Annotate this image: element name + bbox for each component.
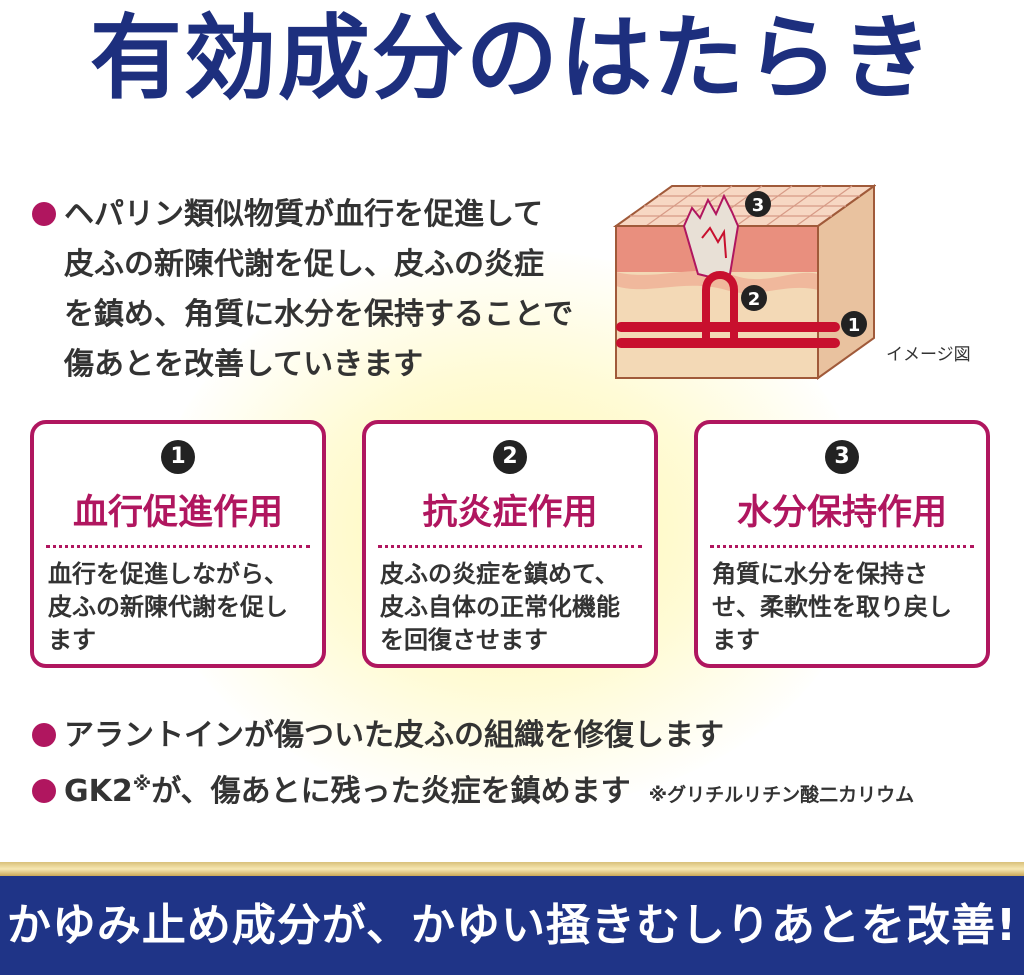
gold-divider (0, 862, 1024, 876)
intro-text: ヘパリン類似物質が血行を促進して 皮ふの新陳代謝を促し、皮ふの炎症 を鎮め、角質… (32, 190, 592, 390)
card-text: 血行を促進しながら、皮ふの新陳代謝を促します (48, 560, 288, 654)
intro-line-3: を鎮め、角質に水分を保持することで (64, 297, 574, 332)
capillary-loop (702, 271, 738, 346)
marker-2: 2 (741, 285, 767, 311)
skin-cross-section-diagram: 3 2 1 (612, 184, 876, 380)
card-number: 2 (493, 440, 527, 474)
card-title: 抗炎症作用 (378, 484, 642, 548)
card-number: 1 (161, 440, 195, 474)
blood-vessel-lower (616, 338, 840, 348)
ingredient-points: アラントインが傷ついた皮ふの組織を修復します GK2※が、傷あとに残った炎症を鎮… (32, 712, 992, 819)
intro-line-1: ヘパリン類似物質が血行を促進して (32, 190, 592, 240)
intro-line-4: 傷あとを改善していきます (64, 347, 424, 382)
bottom-banner: かゆみ止め成分が、かゆい掻きむしりあとを改善! (0, 876, 1024, 975)
card-title: 血行促進作用 (46, 484, 310, 548)
diagram-caption: イメージ図 (886, 345, 971, 365)
card-text: 角質に水分を保持させ、柔軟性を取り戻します (712, 560, 952, 654)
point-gk2: GK2※が、傷あとに残った炎症を鎮めます※グリチルリチン酸二カリウム (32, 760, 992, 819)
svg-text:1: 1 (848, 315, 861, 336)
dermis-layer (616, 270, 818, 294)
marker-3: 3 (745, 191, 771, 217)
page-title: 有効成分のはたらき (89, 5, 935, 112)
svg-text:3: 3 (752, 195, 765, 216)
card-title: 水分保持作用 (710, 484, 974, 548)
footnote: ※グリチルリチン酸二カリウム (648, 784, 915, 806)
intro-line-2: 皮ふの新陳代謝を促し、皮ふの炎症 (64, 247, 544, 282)
card-moisture-retention: 3 水分保持作用 角質に水分を保持させ、柔軟性を取り戻します (694, 420, 990, 668)
card-blood-circulation: 1 血行促進作用 血行を促進しながら、皮ふの新陳代謝を促します (30, 420, 326, 668)
card-text: 皮ふの炎症を鎮めて、皮ふ自体の正常化機能を回復させます (380, 560, 620, 654)
card-anti-inflammatory: 2 抗炎症作用 皮ふの炎症を鎮めて、皮ふ自体の正常化機能を回復させます (362, 420, 658, 668)
card-number: 3 (825, 440, 859, 474)
bullet-dot-icon (32, 202, 56, 226)
bullet-dot-icon (32, 723, 56, 747)
marker-1: 1 (841, 311, 867, 337)
point-allantoin: アラントインが傷ついた皮ふの組織を修復します (32, 712, 992, 760)
svg-text:2: 2 (748, 289, 761, 310)
bullet-dot-icon (32, 779, 56, 803)
blood-vessel-upper (616, 322, 840, 332)
